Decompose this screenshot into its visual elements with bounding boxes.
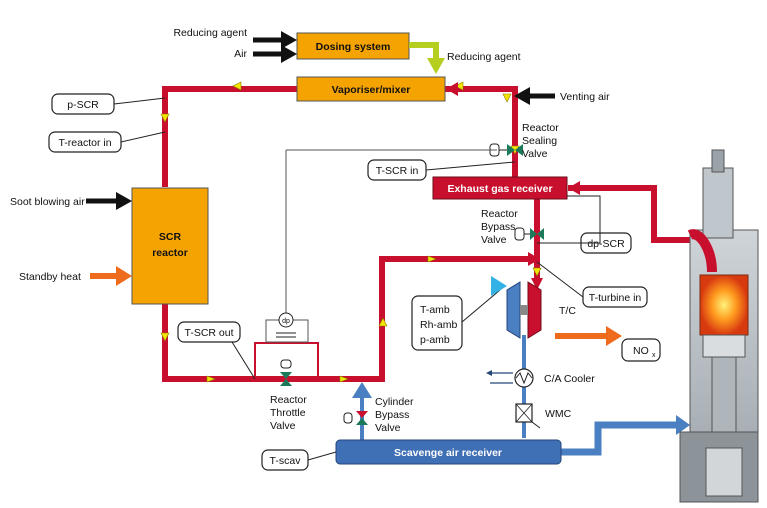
t-scr-out-box bbox=[177, 321, 241, 343]
dp-scr-label: dp-SCR bbox=[587, 238, 625, 250]
dosing-system-block: Dosing system bbox=[296, 32, 410, 60]
exhaust-line-vaporiser-to-reactor bbox=[162, 86, 300, 187]
red-arrowheads bbox=[158, 82, 580, 290]
sensor-boxes bbox=[48, 93, 661, 471]
ambient-label-3: p-amb bbox=[420, 334, 450, 346]
arrowhead bbox=[568, 181, 580, 195]
reactor-throttle-bypass-loop bbox=[254, 342, 319, 379]
cylinder-bypass-valve bbox=[343, 411, 368, 425]
tc-label: T/C bbox=[559, 305, 576, 317]
scavenge-receiver-label: Scavenge air receiver bbox=[394, 447, 502, 459]
p-scr-label: p-SCR bbox=[67, 99, 99, 111]
arrowhead bbox=[446, 82, 458, 96]
ambient-label-1: T-amb bbox=[420, 304, 450, 316]
t-scr-out-label: T-SCR out bbox=[184, 327, 233, 339]
reducing-agent-out-line bbox=[409, 42, 439, 60]
t-scr-in-label: T-SCR in bbox=[376, 165, 419, 177]
cylinder-bypass-label-3: Valve bbox=[375, 422, 401, 434]
flow-arrow bbox=[378, 317, 388, 327]
blue-arrowhead-bypass bbox=[352, 382, 372, 398]
dp-label: dp bbox=[282, 318, 290, 325]
ca-cooler bbox=[486, 368, 534, 388]
turbine-icon bbox=[527, 281, 542, 339]
turbocharger bbox=[491, 276, 542, 339]
exhaust-line-receiver-to-vaporiser bbox=[445, 86, 518, 185]
bypass-valve-label-2: Bypass bbox=[481, 221, 515, 233]
input-arrows bbox=[86, 31, 622, 346]
dp-sensor: dp bbox=[265, 149, 497, 343]
nox-box bbox=[621, 338, 661, 362]
soot-blowing-air-label: Soot blowing air bbox=[10, 196, 85, 208]
flow-arrow bbox=[339, 375, 349, 383]
arrowhead bbox=[427, 58, 445, 74]
flow-arrow bbox=[427, 255, 437, 263]
reactor-throttle-valve bbox=[280, 359, 292, 386]
vaporiser-block: Vaporiser/mixer bbox=[296, 76, 446, 102]
sealing-valve-label-3: Valve bbox=[522, 148, 548, 160]
engine-illustration bbox=[679, 149, 759, 503]
arrowhead bbox=[281, 31, 297, 49]
throttle-valve-label-3: Valve bbox=[270, 420, 296, 432]
reducing-agent-in-label: Reducing agent bbox=[173, 27, 247, 39]
nox-label: NO bbox=[633, 345, 649, 357]
exhaust-line-engine-to-receiver bbox=[568, 185, 690, 243]
exhaust-line-reactor-out bbox=[162, 256, 530, 382]
blue-arrowhead-to-engine bbox=[676, 415, 690, 435]
arrowhead bbox=[606, 326, 622, 346]
arrowhead bbox=[531, 278, 543, 290]
nox-subscript: x bbox=[652, 352, 656, 359]
flow-arrow bbox=[502, 93, 512, 103]
wmc-label: WMC bbox=[545, 408, 572, 420]
scavenge-air-receiver-block: Scavenge air receiver bbox=[335, 439, 562, 465]
cylinder-bypass-label-2: Bypass bbox=[375, 409, 409, 421]
bypass-valve-label-1: Reactor bbox=[481, 208, 518, 220]
ca-cooler-label: C/A Cooler bbox=[544, 373, 595, 385]
flow-arrow bbox=[454, 81, 464, 91]
reactor-bypass-valve bbox=[514, 227, 544, 241]
bypass-valve-label-3: Valve bbox=[481, 234, 507, 246]
scr-reactor-label-2: reactor bbox=[152, 247, 188, 259]
arrowhead bbox=[281, 45, 297, 63]
throttle-valve-label-1: Reactor bbox=[270, 394, 307, 406]
reducing-agent-out-label: Reducing agent bbox=[447, 51, 521, 63]
exhaust-gas-receiver-block: Exhaust gas receiver bbox=[432, 176, 568, 200]
ambient-box bbox=[411, 295, 463, 351]
scr-reactor-block: SCR reactor bbox=[131, 187, 209, 305]
sensor-leader-lines bbox=[113, 97, 601, 461]
wmc bbox=[515, 403, 541, 429]
air-in-label: Air bbox=[234, 48, 247, 60]
t-reactor-in-label: T-reactor in bbox=[58, 137, 111, 149]
vaporiser-label: Vaporiser/mixer bbox=[332, 84, 411, 96]
sealing-valve-label-1: Reactor bbox=[522, 122, 559, 134]
air-intake-arrow bbox=[491, 276, 507, 296]
arrowhead bbox=[116, 192, 132, 210]
arrowhead bbox=[116, 266, 132, 286]
venting-air-label: Venting air bbox=[560, 91, 610, 103]
compressor-icon bbox=[506, 281, 521, 339]
flow-arrow bbox=[206, 375, 216, 383]
dosing-system-label: Dosing system bbox=[316, 41, 391, 53]
t-scav-label: T-scav bbox=[270, 455, 302, 467]
arrowhead bbox=[514, 87, 530, 105]
sealing-valve-label-2: Sealing bbox=[522, 135, 557, 147]
flow-arrow bbox=[160, 332, 170, 342]
standby-heat-label: Standby heat bbox=[19, 271, 81, 283]
cylinder-bypass-label-1: Cylinder bbox=[375, 396, 414, 408]
ambient-label-2: Rh-amb bbox=[420, 319, 458, 331]
air-line-to-engine bbox=[560, 421, 678, 456]
flow-arrow bbox=[232, 81, 242, 91]
arrowhead bbox=[528, 252, 540, 266]
t-turbine-in-label: T-turbine in bbox=[589, 292, 642, 304]
flow-arrow bbox=[532, 267, 542, 277]
exhaust-receiver-label: Exhaust gas receiver bbox=[447, 183, 552, 195]
scr-reactor-label-1: SCR bbox=[159, 231, 182, 243]
flow-arrow bbox=[160, 113, 170, 123]
throttle-valve-label-2: Throttle bbox=[270, 407, 306, 419]
